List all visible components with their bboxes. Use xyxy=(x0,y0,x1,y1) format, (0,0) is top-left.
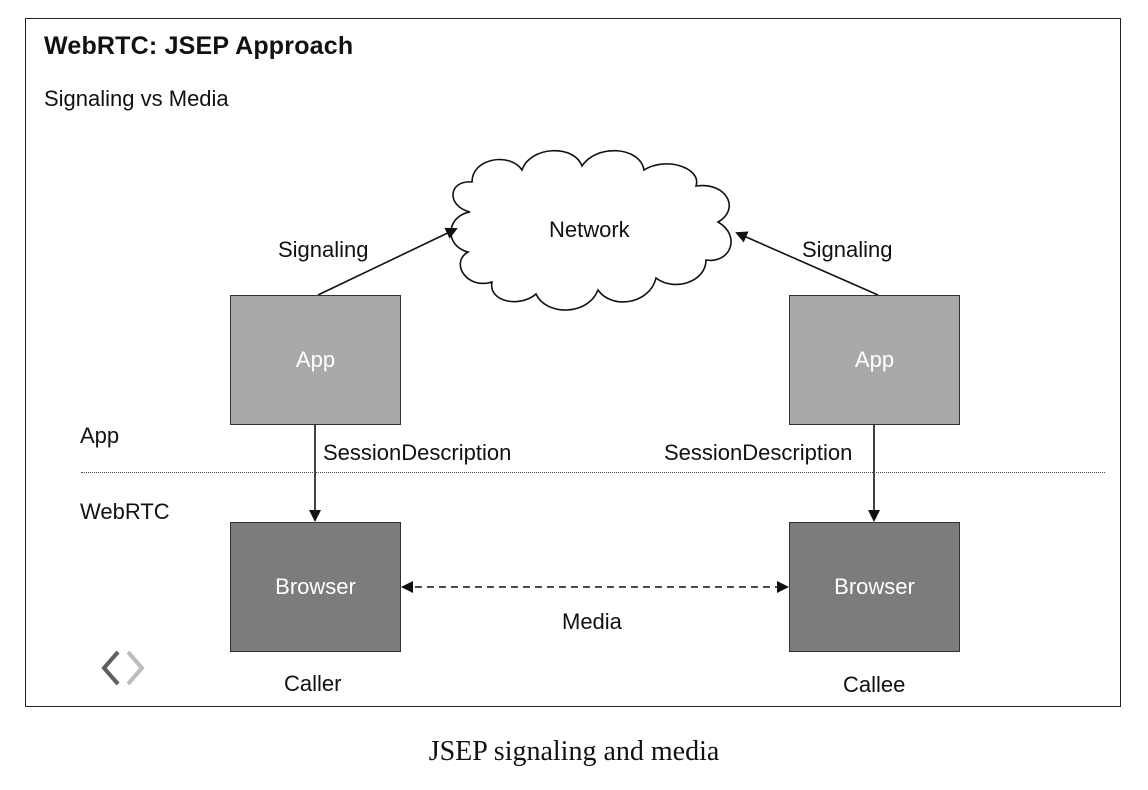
signaling-arrow-left xyxy=(317,227,458,296)
signaling-label-left: Signaling xyxy=(278,237,369,262)
caller-role-label: Caller xyxy=(284,671,342,696)
network-cloud-icon xyxy=(450,149,732,311)
diagram-frame xyxy=(25,18,1121,707)
figure-caption: JSEP signaling and media xyxy=(428,736,720,767)
callee-browser-label: Browser xyxy=(834,574,915,599)
caller-app-box: App xyxy=(230,295,401,425)
layer-divider xyxy=(81,472,1105,473)
callee-session-label: SessionDescription xyxy=(664,440,853,465)
callee-role-label: Callee xyxy=(843,672,906,697)
caller-browser-box: Browser xyxy=(230,522,401,652)
diagram-subtitle: Signaling vs Media xyxy=(44,86,229,111)
callee-app-box: App xyxy=(789,295,960,425)
signaling-arrow-right xyxy=(735,231,879,296)
caller-app-label: App xyxy=(295,347,336,372)
nav-arrows-icon xyxy=(101,650,145,686)
media-label: Media xyxy=(562,609,622,634)
callee-app-label: App xyxy=(854,347,895,372)
caller-browser-label: Browser xyxy=(275,574,356,599)
network-label: Network xyxy=(549,217,630,242)
layer-app-label: App xyxy=(80,423,120,448)
signaling-label-right: Signaling xyxy=(802,237,893,262)
layer-webrtc-label: WebRTC xyxy=(80,499,170,524)
callee-browser-box: Browser xyxy=(789,522,960,652)
caller-session-label: SessionDescription xyxy=(323,440,512,465)
diagram-title: WebRTC: JSEP Approach xyxy=(44,32,354,60)
